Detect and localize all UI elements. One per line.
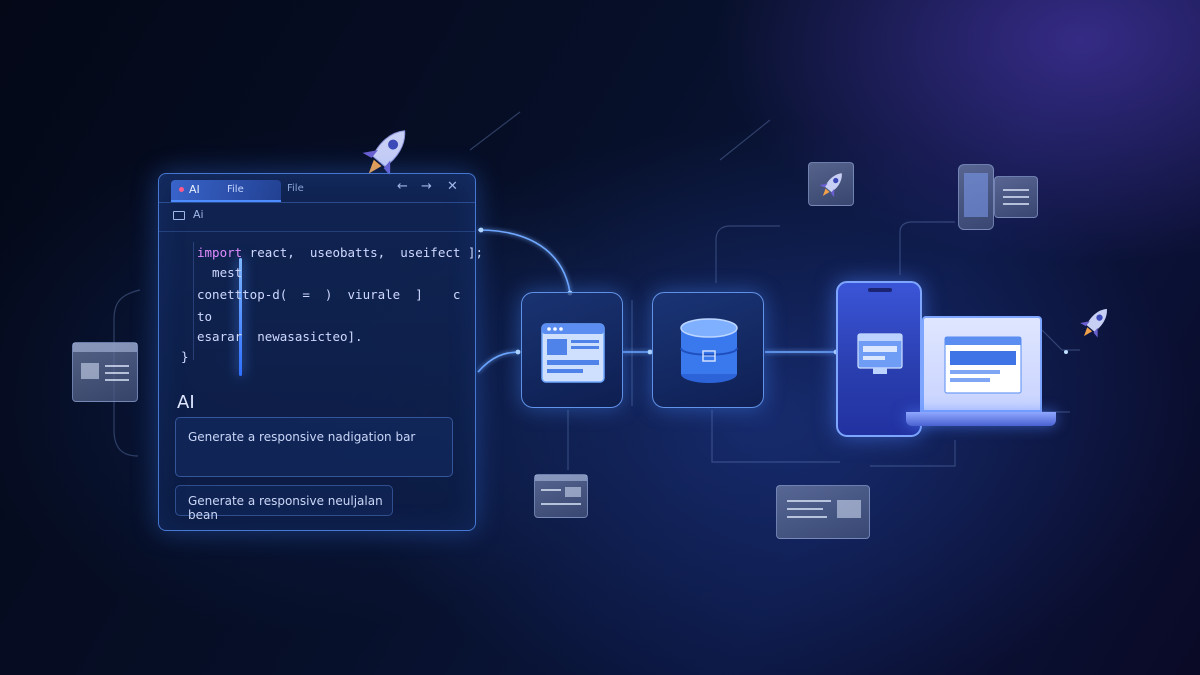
editor-toolbar: Ai [159,203,475,232]
ai-suggestion-text: Generate a responsive neuljalan bean [188,494,383,522]
browser-app-card[interactable] [521,292,623,408]
tab-file-label[interactable]: File [227,184,244,195]
rocket-tile [808,162,854,206]
ai-prompt-input[interactable]: Generate a responsive nadigation bar [175,417,453,477]
browser-window-icon [541,323,605,383]
rocket-icon [819,173,842,198]
code-line[interactable]: to [197,309,212,324]
toolbar-label: Ai [193,208,204,221]
bottom-window-tile [534,474,588,518]
code-text: esarar newasasicteo]. [197,329,363,344]
indent-guide [193,242,194,360]
phone-app-window-icon [857,333,903,374]
database-icon [680,318,738,383]
code-keyword: import [197,245,243,260]
forward-arrow-icon[interactable]: → [421,179,432,194]
laptop-app-window-icon [944,336,1022,394]
rocket-icon [1080,308,1107,338]
code-editor-window: AI File File ← → ✕ Ai import react, useo… [158,173,483,531]
panel-icon[interactable] [173,211,185,220]
ai-prompt-text: Generate a responsive nadigation bar [188,430,416,444]
smartphone-icon [836,281,922,437]
floating-window-card-left [72,342,138,402]
laptop-base [906,412,1056,426]
ai-suggestion-chip[interactable]: Generate a responsive neuljalan bean [175,485,393,522]
text-card-tile [994,176,1038,218]
code-line[interactable]: } [181,349,189,364]
code-text: react, useobatts, useifect ]; [242,245,483,260]
database-card[interactable] [652,292,764,408]
tab-file[interactable]: File [287,183,304,194]
laptop-icon [922,316,1042,412]
ai-section-label: AI [177,392,195,413]
tab-ai-label: AI [189,183,200,196]
code-line[interactable]: conetttop-d( = ) viurale ] c [197,287,460,302]
code-text: mest [197,265,243,280]
tab-status-dot [179,187,184,192]
code-line[interactable]: import react, useobatts, useifect ]; [197,245,483,260]
text-cursor [239,258,242,376]
code-text: to [197,309,213,324]
code-line[interactable]: mest [197,265,242,280]
bottom-card-tile [776,485,870,539]
rocket-icon [362,130,406,177]
phone-tile [958,164,994,230]
code-text: conetttop-d( = ) viurale ] c [197,287,461,302]
editor-tab-bar: AI File File ← → ✕ [159,174,475,203]
close-icon[interactable]: ✕ [447,179,458,194]
code-text: } [181,349,189,364]
code-line[interactable]: esarar newasasicteo]. [197,329,363,344]
phone-notch [868,288,892,292]
tab-ai[interactable]: AI File [171,180,281,202]
back-arrow-icon[interactable]: ← [397,179,408,194]
